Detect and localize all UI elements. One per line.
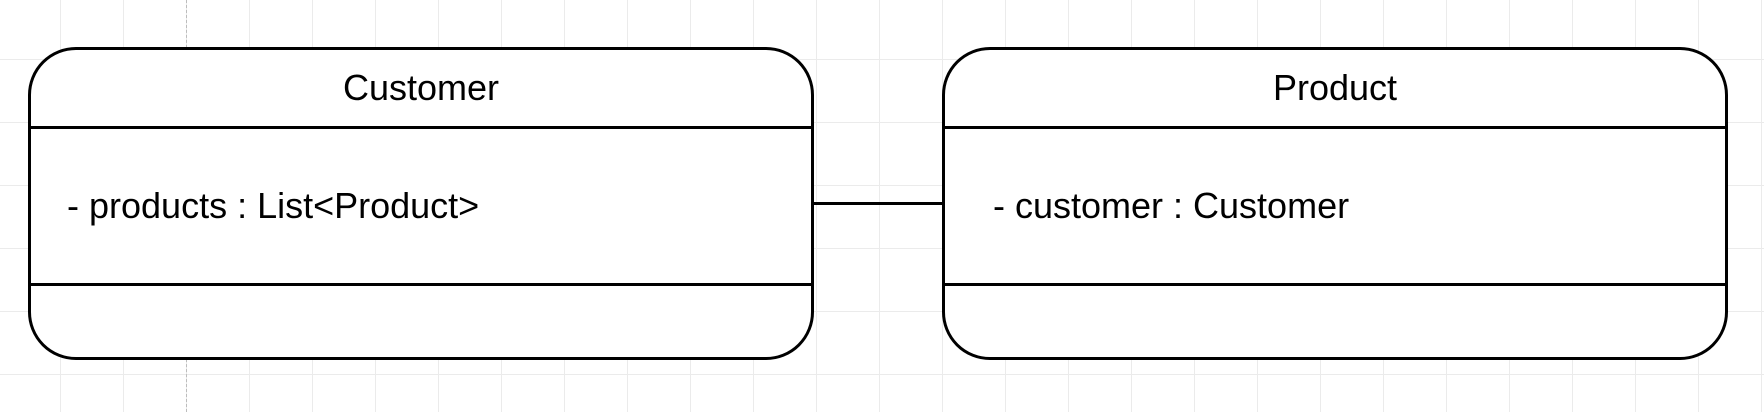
methods-compartment: [945, 286, 1725, 357]
class-name-compartment: Product: [945, 50, 1725, 129]
attributes-compartment: - products : List<Product>: [31, 129, 811, 286]
methods-compartment: [31, 286, 811, 357]
class-name: Customer: [342, 67, 500, 108]
attributes-compartment: - customer : Customer: [945, 129, 1725, 286]
class-name-compartment: Customer: [31, 50, 811, 129]
product-class-box[interactable]: Product - customer : Customer: [942, 47, 1728, 360]
customer-class-box[interactable]: Customer - products : List<Product>: [28, 47, 814, 360]
attribute-text: - products : List<Product>: [67, 185, 480, 226]
association-line[interactable]: [814, 202, 942, 205]
class-name: Product: [1272, 67, 1398, 108]
attribute-text: - customer : Customer: [993, 185, 1350, 226]
